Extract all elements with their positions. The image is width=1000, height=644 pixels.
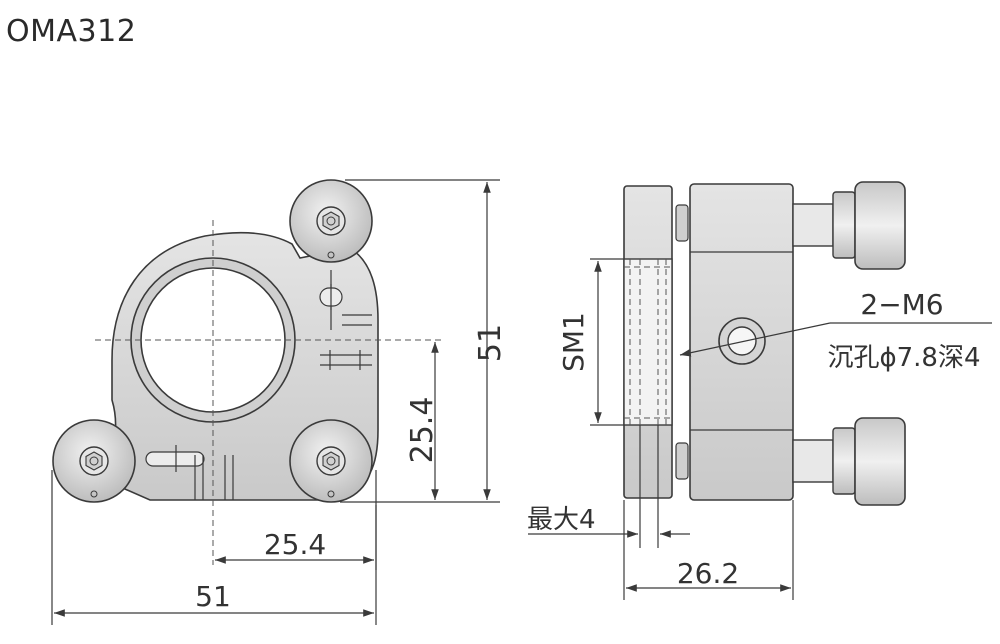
callout-counterbore-text: 沉孔ϕ7.8深4: [827, 343, 980, 373]
model-title: OMA312: [6, 14, 137, 49]
dim-text-half-width: 25.4: [264, 528, 326, 561]
callout-leader: [679, 322, 831, 357]
adjuster-knob-bottom-right: [289, 419, 373, 503]
lock-screw-upper: [319, 270, 372, 330]
counterbore-hole: [718, 317, 766, 365]
dim-text-total-height: 51: [473, 324, 508, 362]
side-view: SM1 最大4 26.2 2−M6 沉孔ϕ7.8深4: [527, 181, 992, 600]
lock-screw-lower: [145, 445, 234, 500]
dim-text-half-height: 25.4: [405, 397, 440, 464]
callout-thread-text: 2−M6: [860, 288, 943, 321]
dim-text-sm1: SM1: [557, 312, 590, 372]
adjuster-knob-top-right: [289, 179, 373, 263]
dim-text-max: 最大4: [527, 505, 596, 535]
front-view: 51 25.4 25.4 51: [51, 179, 508, 625]
adjuster-knob-side-lower: [792, 417, 906, 506]
adjuster-knob-bottom-left: [52, 419, 136, 503]
adjuster-knob-side-upper: [792, 181, 906, 270]
dim-text-total-width: 51: [195, 580, 231, 613]
dim-text-depth: 26.2: [677, 557, 739, 590]
